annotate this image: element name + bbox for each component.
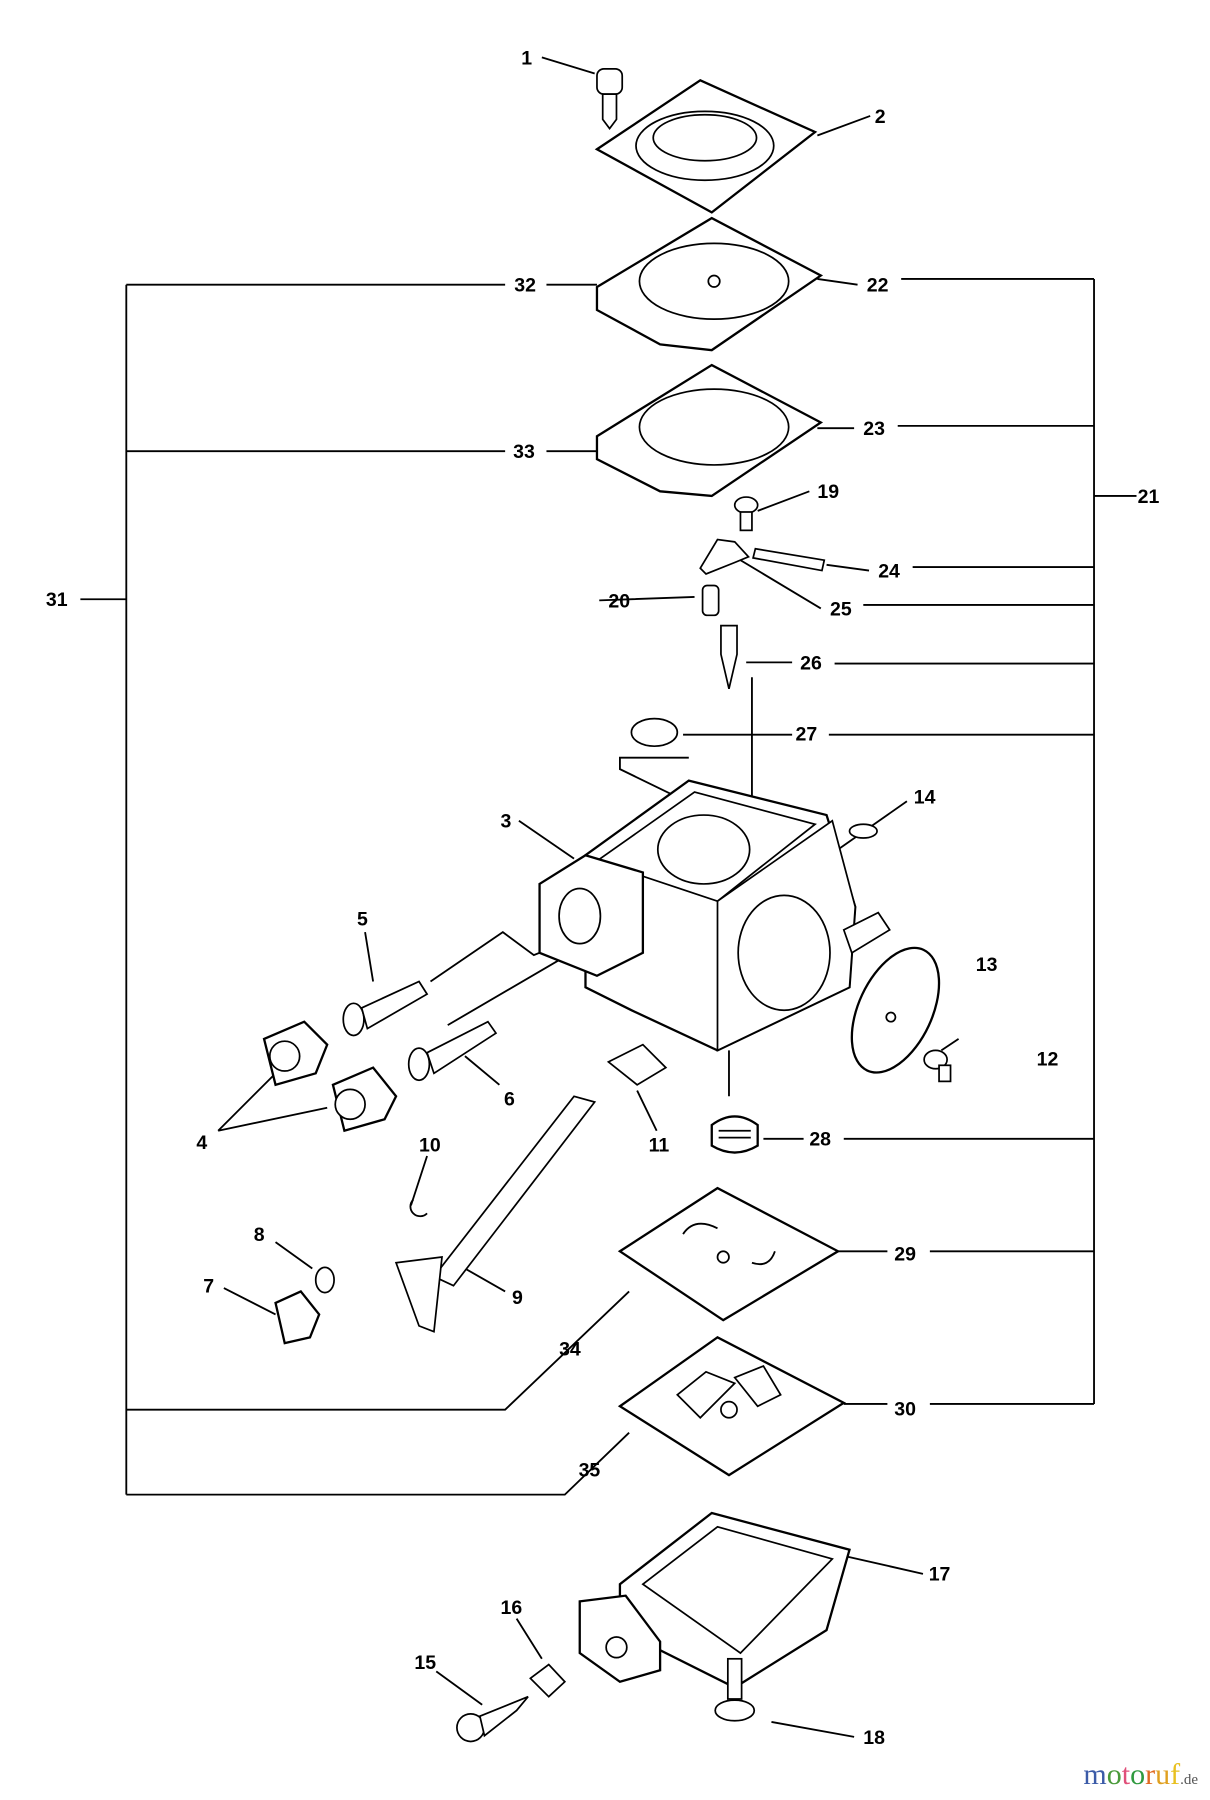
- callout-9: 9: [512, 1287, 523, 1309]
- callout-4: 4: [196, 1132, 207, 1154]
- part-clip-14: [848, 823, 878, 839]
- watermark-logo: motoruf.de: [1083, 1758, 1198, 1792]
- callout-19: 19: [817, 481, 839, 503]
- callout-24: 24: [878, 560, 900, 582]
- part-screw-15: [456, 1695, 529, 1743]
- callout-34: 34: [559, 1339, 581, 1361]
- part-lever-25: [699, 538, 750, 575]
- callout-25: 25: [830, 598, 852, 620]
- callout-3: 3: [501, 811, 512, 833]
- callout-10: 10: [419, 1134, 441, 1156]
- part-screw-12: [923, 1049, 952, 1083]
- callout-33: 33: [513, 441, 535, 463]
- callout-5: 5: [357, 908, 368, 930]
- callout-32: 32: [514, 275, 536, 297]
- callout-18: 18: [863, 1727, 885, 1749]
- callout-22: 22: [867, 275, 889, 297]
- callout-14: 14: [914, 787, 936, 809]
- part-adjust-screw-6: [407, 1020, 498, 1082]
- part-spring-20: [701, 584, 720, 617]
- callout-35: 35: [579, 1459, 601, 1481]
- watermark-letter: o: [1130, 1758, 1146, 1791]
- watermark-letter: o: [1106, 1758, 1122, 1791]
- callout-13: 13: [976, 954, 998, 976]
- part-throttle-shaft-9: [394, 1095, 597, 1333]
- parts: [262, 68, 952, 1743]
- callout-16: 16: [501, 1597, 523, 1619]
- part-washer-8: [314, 1266, 335, 1294]
- callout-30: 30: [894, 1398, 916, 1420]
- right-bracket: [828, 278, 1137, 1405]
- watermark-letter: f: [1170, 1758, 1181, 1791]
- callout-28: 28: [809, 1129, 831, 1151]
- callout-26: 26: [800, 652, 822, 674]
- callout-15: 15: [414, 1652, 436, 1674]
- callout-27: 27: [796, 723, 818, 745]
- callout-11: 11: [649, 1134, 670, 1156]
- callout-23: 23: [863, 418, 885, 440]
- part-adjust-screw-5: [342, 980, 429, 1037]
- part-diaphragm-13: [850, 946, 941, 1074]
- callout-12: 12: [1037, 1048, 1059, 1070]
- part-gasket-29: [617, 1186, 841, 1322]
- callout-21: 21: [1138, 486, 1160, 508]
- watermark-letter: r: [1145, 1758, 1156, 1791]
- leader-lines: [217, 56, 960, 1738]
- part-bushing-7: [274, 1290, 321, 1345]
- callout-20: 20: [608, 590, 630, 612]
- part-screen-28: [710, 1115, 759, 1154]
- part-pin-24: [752, 547, 826, 572]
- callout-29: 29: [894, 1243, 916, 1265]
- watermark-letter: u: [1155, 1758, 1171, 1791]
- part-gasket-30: [617, 1336, 847, 1477]
- part-screw-18: [714, 1657, 756, 1722]
- callout-2: 2: [875, 106, 886, 128]
- callout-7: 7: [203, 1276, 214, 1298]
- callout-17: 17: [929, 1564, 951, 1586]
- part-limiter-caps-4: [262, 1020, 398, 1133]
- part-clip-10: [409, 1198, 428, 1218]
- part-plug-27: [630, 717, 679, 748]
- callout-1: 1: [521, 47, 532, 69]
- part-screw-19: [733, 496, 759, 532]
- part-carburetor-body-3: [538, 779, 891, 1052]
- watermark-text: motoruf: [1083, 1758, 1180, 1792]
- watermark-letter: m: [1083, 1758, 1107, 1791]
- callout-labels: 1 2 3 4 5 6 7 8 9 10 11 12 13 14 15 16 1…: [46, 47, 1160, 1748]
- watermark-suffix: .de: [1180, 1772, 1198, 1788]
- part-spring-16: [529, 1663, 567, 1698]
- part-pump-cover-2: [594, 79, 818, 214]
- part-screw-1: [596, 68, 624, 131]
- part-pump-body-17: [578, 1511, 851, 1689]
- watermark-letter: t: [1121, 1758, 1131, 1791]
- part-spring-11: [606, 1043, 668, 1086]
- part-needle-26: [720, 624, 738, 689]
- callout-31: 31: [46, 589, 68, 611]
- callout-6: 6: [504, 1088, 515, 1110]
- part-diaphragm-32: [595, 216, 824, 352]
- left-bracket: [80, 283, 630, 1496]
- callout-8: 8: [254, 1224, 265, 1246]
- part-gasket-33: [595, 363, 824, 498]
